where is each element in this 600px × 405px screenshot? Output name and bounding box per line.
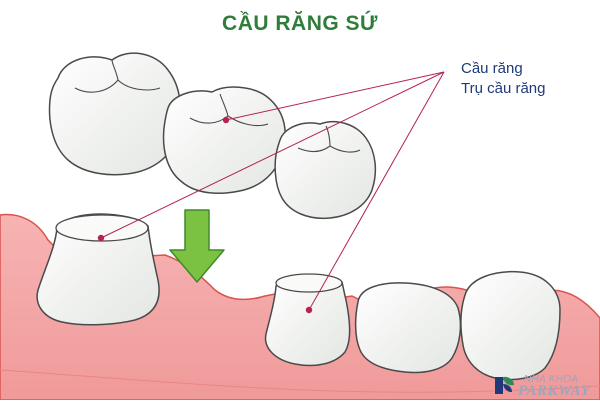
leader-abutment-left xyxy=(100,71,445,239)
leader-crown xyxy=(225,71,445,121)
natural-tooth-1 xyxy=(354,282,462,374)
leader-lines xyxy=(97,71,445,314)
diagram-title: CẦU RĂNG SỨ xyxy=(222,12,378,35)
marker-abutment-right xyxy=(305,306,313,314)
marker-crown xyxy=(222,116,230,124)
crown-right-groove xyxy=(297,125,361,153)
natural-tooth-2 xyxy=(460,270,561,381)
nha-khoa-parkway-logo: NHA KHOA PARKWAY xyxy=(492,372,598,399)
marker-abutment-left xyxy=(97,234,105,242)
crown-left xyxy=(48,52,182,176)
logo-big-text: PARKWAY xyxy=(518,383,591,399)
gum-lower-edge xyxy=(0,369,600,393)
label-crown: Cầu răng xyxy=(461,60,523,77)
leaf-logo-icon xyxy=(495,376,514,394)
label-abutment: Trụ cầu răng xyxy=(461,80,546,97)
right-abutment-top xyxy=(275,273,343,293)
crown-left-groove xyxy=(74,59,161,93)
crown-right xyxy=(274,120,377,220)
crown-middle-groove xyxy=(189,93,269,127)
left-abutment-tooth xyxy=(36,213,160,326)
down-arrow-icon xyxy=(169,209,225,283)
bridge-crowns xyxy=(48,52,377,220)
logo-small-text: NHA KHOA xyxy=(524,374,579,385)
crown-middle xyxy=(162,86,286,195)
leader-abutment-right xyxy=(308,71,445,311)
